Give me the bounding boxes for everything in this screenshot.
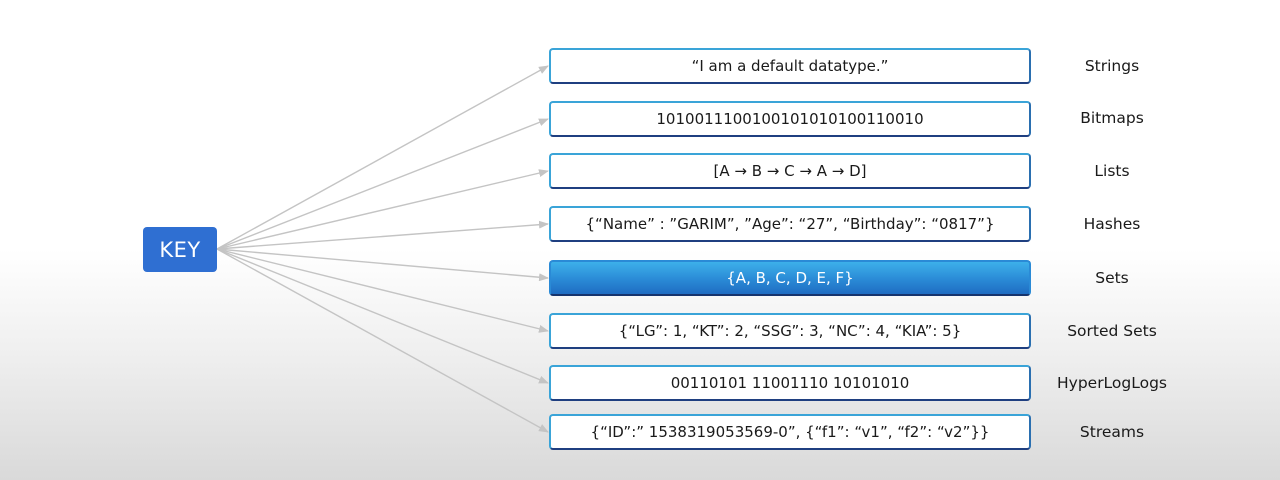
- datatype-row-hyperloglogs: 00110101 11001110 10101010: [549, 365, 1031, 401]
- datatype-row-strings: “I am a default datatype.”: [549, 48, 1031, 84]
- type-label-hashes: Hashes: [1083, 215, 1141, 233]
- value-box-hyperloglogs: 00110101 11001110 10101010: [549, 365, 1031, 401]
- value-box-hashes: {“Name” : ”GARIM”, ”Age”: “27”, “Birthda…: [549, 206, 1031, 242]
- datatype-row-hashes: {“Name” : ”GARIM”, ”Age”: “27”, “Birthda…: [549, 206, 1031, 242]
- datatype-row-streams: {“ID”:” 1538319053569-0”, {“f1”: “v1”, “…: [549, 414, 1031, 450]
- arrow-to-bitmaps: [216, 118, 549, 250]
- arrow-to-hyperloglogs: [216, 248, 549, 384]
- value-box-lists: [A → B → C → A → D]: [549, 153, 1031, 189]
- value-box-strings: “I am a default datatype.”: [549, 48, 1031, 84]
- type-label-hyperloglogs: HyperLogLogs: [1056, 374, 1168, 392]
- arrow-to-sets: [216, 248, 549, 282]
- type-label-streams: Streams: [1079, 423, 1145, 441]
- datatype-row-bitmaps: 1010011100100101010100110010: [549, 101, 1031, 137]
- arrow-to-lists: [216, 169, 549, 250]
- arrow-to-hashes: [216, 220, 549, 250]
- value-box-bitmaps: 1010011100100101010100110010: [549, 101, 1031, 137]
- value-box-sets: {A, B, C, D, E, F}: [549, 260, 1031, 296]
- value-box-sorted-sets: {“LG”: 1, “KT”: 2, “SSG”: 3, “NC”: 4, “K…: [549, 313, 1031, 349]
- datatype-row-sorted-sets: {“LG”: 1, “KT”: 2, “SSG”: 3, “NC”: 4, “K…: [549, 313, 1031, 349]
- datatype-row-sets: {A, B, C, D, E, F}: [549, 260, 1031, 296]
- datatype-row-lists: [A → B → C → A → D]: [549, 153, 1031, 189]
- arrow-to-sorted-sets: [216, 248, 549, 333]
- type-label-sets: Sets: [1095, 269, 1129, 287]
- arrow-to-streams: [216, 248, 549, 433]
- value-box-streams: {“ID”:” 1538319053569-0”, {“f1”: “v1”, “…: [549, 414, 1031, 450]
- type-label-strings: Strings: [1084, 57, 1140, 75]
- type-label-bitmaps: Bitmaps: [1080, 109, 1144, 127]
- type-label-sorted-sets: Sorted Sets: [1067, 322, 1157, 340]
- key-box: KEY: [143, 227, 217, 272]
- arrow-to-strings: [216, 65, 549, 250]
- type-label-lists: Lists: [1094, 162, 1130, 180]
